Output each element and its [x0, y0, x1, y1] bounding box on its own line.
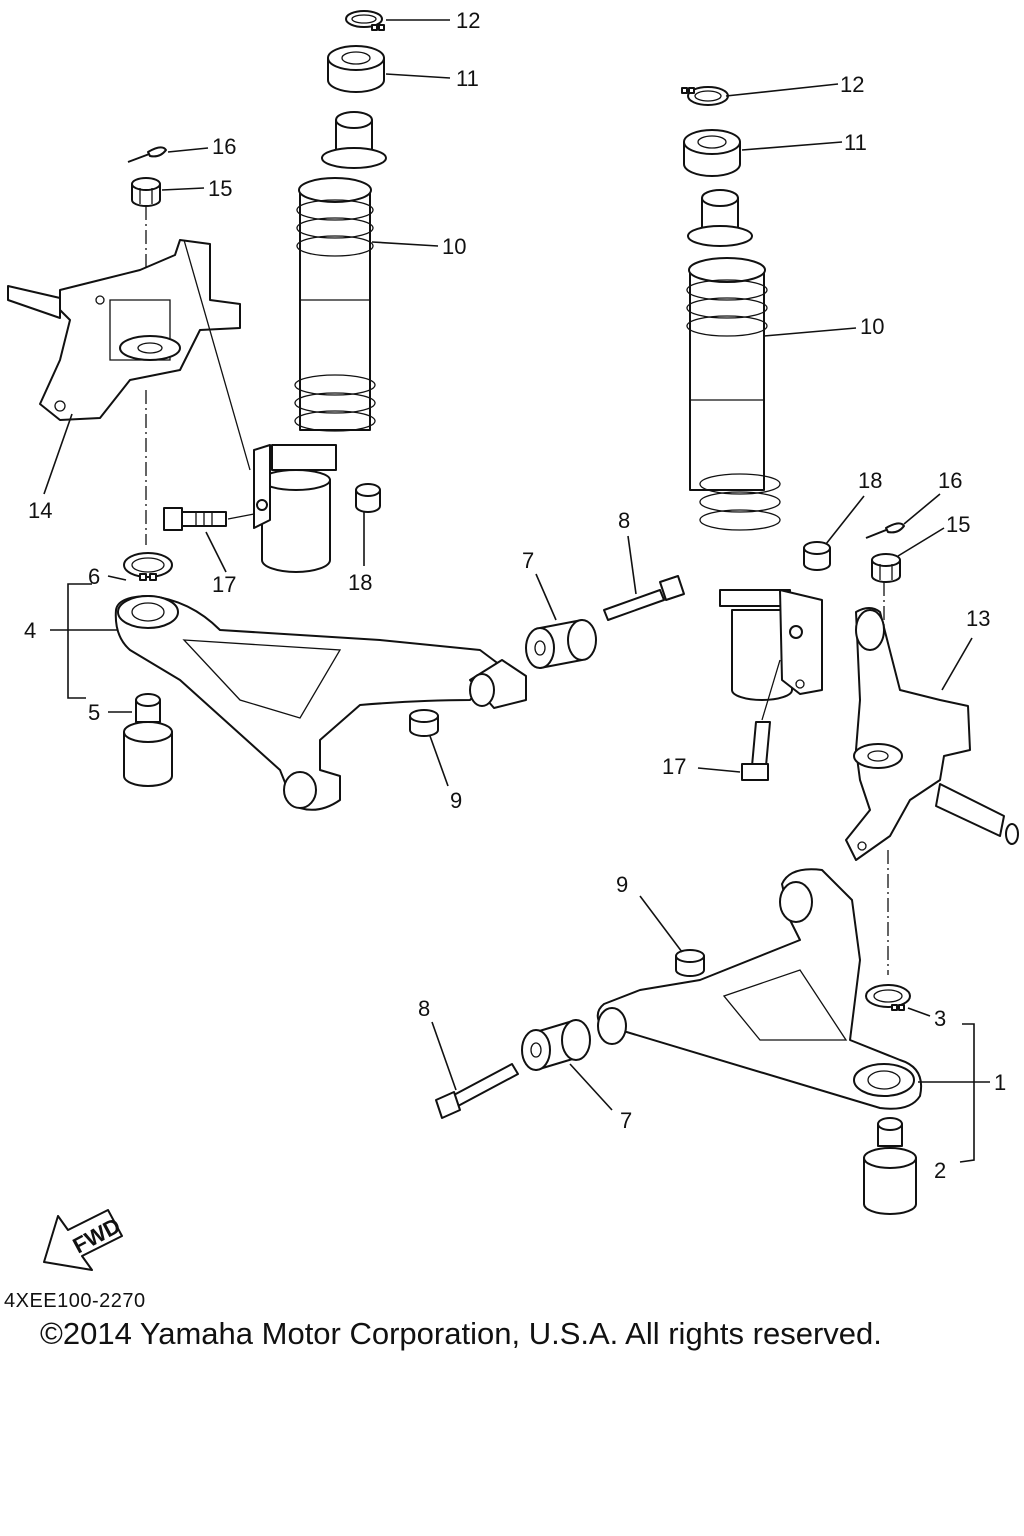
- callout-8-left: 8: [618, 508, 630, 533]
- castle-nut-15-left: [131, 177, 161, 207]
- bushing-7-left: [525, 619, 597, 669]
- forward-direction-arrow: FWD: [43, 1209, 125, 1271]
- steering-knuckle-14-left: [7, 239, 251, 471]
- callout-3: 3: [934, 1006, 946, 1031]
- callout-labels: 12 11 16 15 10 14 17 18 6 4 5 7 8 9 12 1…: [24, 8, 1006, 1183]
- a-arm-1-right: [596, 868, 922, 1110]
- castle-nut-15-right: [871, 553, 901, 583]
- callout-10-left: 10: [442, 234, 466, 259]
- callout-11-left: 11: [456, 66, 479, 91]
- callout-11-right: 11: [844, 130, 867, 155]
- dust-seal-11-right: [683, 129, 741, 177]
- callout-7-right: 7: [620, 1108, 632, 1133]
- bolt-17-left: [163, 507, 255, 531]
- exploded-parts-diagram: FWD 12 11 16 15: [7, 8, 1019, 1271]
- bolt-8-right: [435, 1063, 519, 1119]
- nut-9-right: [675, 949, 705, 977]
- copyright-notice: ©2014 Yamaha Motor Corporation, U.S.A. A…: [40, 1316, 882, 1351]
- callout-18-left: 18: [348, 570, 372, 595]
- nut-9-left: [409, 709, 439, 737]
- bushing-7-right: [521, 1019, 591, 1071]
- steering-knuckle-13-right: [845, 607, 1019, 861]
- callout-5: 5: [88, 700, 100, 725]
- callout-17-right: 17: [662, 754, 686, 779]
- shock-absorber-10-right: [686, 189, 823, 701]
- circlip-12-right: [681, 86, 729, 106]
- callout-13: 13: [966, 606, 990, 631]
- a-arm-4-left: [114, 595, 527, 811]
- callout-18-right: 18: [858, 468, 882, 493]
- leader-lines: [43, 19, 990, 1163]
- circlip-3: [865, 984, 911, 1011]
- callout-4: 4: [24, 618, 36, 643]
- ball-joint-2-right: [863, 1117, 917, 1215]
- bolt-17-right: [741, 659, 781, 781]
- circlip-6: [123, 552, 173, 581]
- callout-14: 14: [28, 498, 52, 523]
- callout-2: 2: [934, 1158, 946, 1183]
- callout-16-left: 16: [212, 134, 236, 159]
- callout-15-right: 15: [946, 512, 970, 537]
- callout-7-left: 7: [522, 548, 534, 573]
- cotter-pin-16-left: [127, 146, 167, 163]
- callout-16-right: 16: [938, 468, 962, 493]
- bolt-8-left: [603, 575, 685, 621]
- callout-9-left: 9: [450, 788, 462, 813]
- callout-9-right: 9: [616, 872, 628, 897]
- diagram-code: 4XEE100-2270: [4, 1290, 146, 1312]
- callout-8-right: 8: [418, 996, 430, 1021]
- callout-12-left: 12: [456, 8, 480, 33]
- cotter-pin-16-right: [865, 522, 905, 539]
- nut-18-right: [803, 541, 831, 571]
- shock-absorber-10-left: [253, 111, 387, 573]
- dust-seal-11-left: [327, 45, 385, 93]
- nut-18-left: [355, 483, 381, 513]
- callout-12-right: 12: [840, 72, 864, 97]
- callout-6: 6: [88, 564, 100, 589]
- callout-1: 1: [994, 1070, 1006, 1095]
- circlip-12-left: [345, 10, 385, 31]
- callout-10-right: 10: [860, 314, 884, 339]
- callout-15-left: 15: [208, 176, 232, 201]
- callout-17-left: 17: [212, 572, 236, 597]
- ball-joint-5-left: [123, 693, 173, 787]
